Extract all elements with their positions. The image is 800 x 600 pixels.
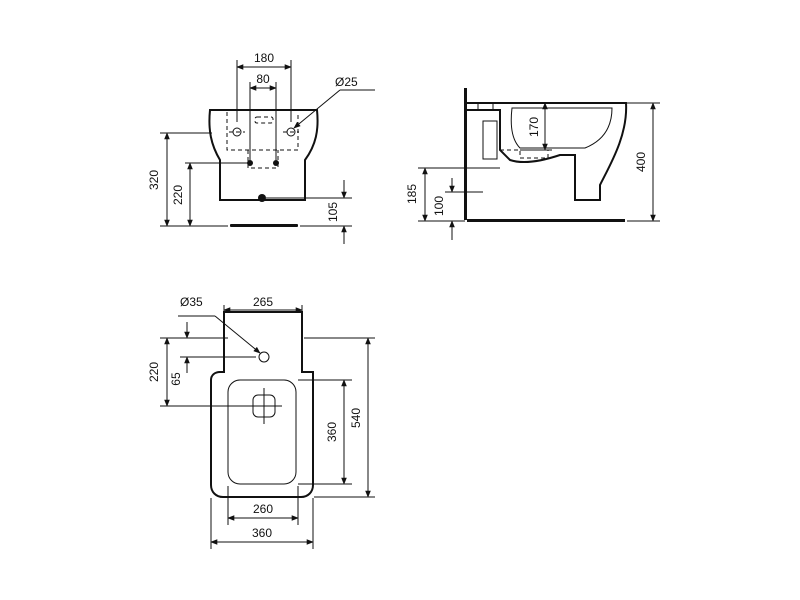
- front-dim-320: 320: [147, 170, 161, 190]
- side-bowl-inner: [510, 107, 613, 149]
- top-dim-d35: Ø35: [180, 295, 203, 309]
- side-floor: [467, 219, 625, 222]
- top-dim-220: 220: [147, 362, 161, 382]
- front-fixing-lower-left: [247, 160, 253, 166]
- side-fixing-box: [482, 120, 498, 160]
- front-dim-105: 105: [326, 202, 340, 222]
- front-waste-hole: [258, 194, 266, 202]
- front-dim-80: 80: [256, 72, 270, 86]
- front-dim-180: 180: [254, 51, 274, 65]
- front-fixing-lower-right: [273, 160, 279, 166]
- side-view: 170 400 185 100: [405, 88, 660, 240]
- top-dim-540: 540: [349, 408, 363, 428]
- side-hidden-tap: [500, 149, 549, 159]
- side-dim-170: 170: [527, 117, 541, 137]
- side-dim-185: 185: [405, 184, 419, 204]
- front-view: 180 80 Ø25 320 220 105: [147, 51, 375, 244]
- side-bowl-outline: [467, 102, 628, 201]
- top-dim-265: 265: [253, 295, 273, 309]
- front-hidden-valve: [247, 150, 279, 169]
- top-dim-360-vertical: 360: [325, 422, 339, 442]
- side-dim-100: 100: [432, 196, 446, 216]
- top-outer-outline: [210, 311, 314, 498]
- front-base-plate: [230, 224, 298, 227]
- front-dim-d25: Ø25: [335, 75, 358, 89]
- top-dim-65: 65: [169, 372, 183, 386]
- top-tap-hole: [258, 351, 270, 363]
- front-dim-220: 220: [171, 185, 185, 205]
- front-hidden-tank: [226, 112, 299, 151]
- front-hidden-slot: [254, 116, 274, 124]
- side-wall: [464, 88, 467, 220]
- top-dim-260: 260: [253, 502, 273, 516]
- side-dim-400: 400: [634, 152, 648, 172]
- top-view: Ø35 265 220 65 360 540 260 360: [147, 295, 375, 549]
- top-dim-360-horizontal: 360: [252, 526, 272, 540]
- top-inner-bowl: [227, 379, 297, 485]
- front-bowl-outline: [208, 109, 319, 201]
